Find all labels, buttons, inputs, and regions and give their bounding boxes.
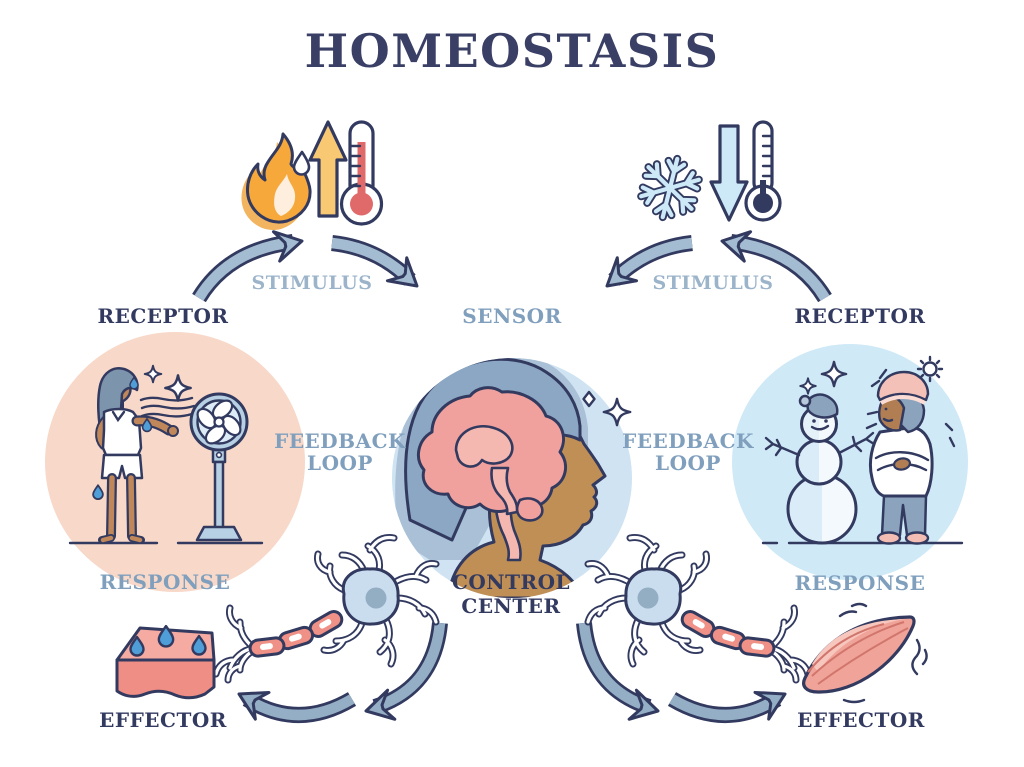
air-flow-line bbox=[140, 404, 196, 410]
snowflake-icon bbox=[634, 152, 707, 225]
shivering-person-icon bbox=[865, 355, 956, 545]
flame-icon bbox=[241, 132, 312, 231]
hot-stimulus-arrow-2 bbox=[330, 235, 429, 299]
hot-response-scene bbox=[68, 364, 264, 545]
sweating-person-icon bbox=[92, 367, 179, 544]
cold-effector-arrow-1 bbox=[576, 622, 664, 728]
hot-thermometer-icon bbox=[339, 120, 384, 226]
shiver-marks bbox=[865, 368, 956, 448]
control-line2: CENTER bbox=[461, 594, 561, 618]
sensor-label: SENSOR bbox=[462, 304, 562, 328]
air-flow-line bbox=[139, 396, 194, 402]
hot-response-circle bbox=[45, 332, 305, 592]
cold-effector-arrow-2 bbox=[667, 679, 794, 723]
cooling-fan-icon bbox=[189, 392, 249, 542]
falling-temperature-arrow-icon bbox=[709, 124, 749, 222]
shiver-marks bbox=[838, 602, 928, 704]
response-label-hot: RESPONSE bbox=[99, 570, 231, 594]
feedback-line2: LOOP bbox=[655, 451, 721, 475]
page-title: HOMEOSTASIS bbox=[304, 24, 720, 78]
cold-stimulus-arrow-2 bbox=[595, 235, 694, 299]
receptor-label-hot: RECEPTOR bbox=[97, 304, 229, 328]
snowman-icon bbox=[764, 393, 876, 545]
stimulus-label-hot: STIMULUS bbox=[251, 272, 373, 294]
cold-thermometer-icon bbox=[744, 120, 782, 222]
response-label-cold: RESPONSE bbox=[794, 571, 926, 595]
hot-effector-arrow-1 bbox=[360, 622, 448, 728]
brain-in-head-icon bbox=[395, 358, 607, 598]
feedback-line1: FEEDBACK bbox=[622, 429, 754, 453]
effector-label-hot: EFFECTOR bbox=[99, 708, 227, 732]
feedback-loop-label-cold: FEEDBACK LOOP bbox=[622, 430, 754, 474]
effector-label-cold: EFFECTOR bbox=[797, 708, 925, 732]
control-line1: CONTROL bbox=[451, 570, 571, 594]
receptor-label-cold: RECEPTOR bbox=[794, 304, 926, 328]
shivering-muscle-icon bbox=[802, 602, 928, 704]
motor-neuron-icon bbox=[588, 538, 808, 681]
cold-stimulus-arrow-1 bbox=[717, 224, 832, 303]
sweating-skin-icon bbox=[115, 624, 216, 700]
cold-response-scene bbox=[761, 355, 964, 545]
air-flow-line bbox=[140, 412, 194, 418]
hot-stimulus-arrow-1 bbox=[192, 224, 307, 303]
stimulus-label-cold: STIMULUS bbox=[652, 272, 774, 294]
feedback-line2: LOOP bbox=[307, 451, 373, 475]
control-center-label: CONTROL CENTER bbox=[452, 570, 570, 618]
feedback-line1: FEEDBACK bbox=[274, 429, 406, 453]
rising-temperature-arrow-icon bbox=[308, 120, 348, 218]
hot-effector-arrow-2 bbox=[230, 679, 357, 723]
feedback-loop-label-hot: FEEDBACK LOOP bbox=[274, 430, 406, 474]
